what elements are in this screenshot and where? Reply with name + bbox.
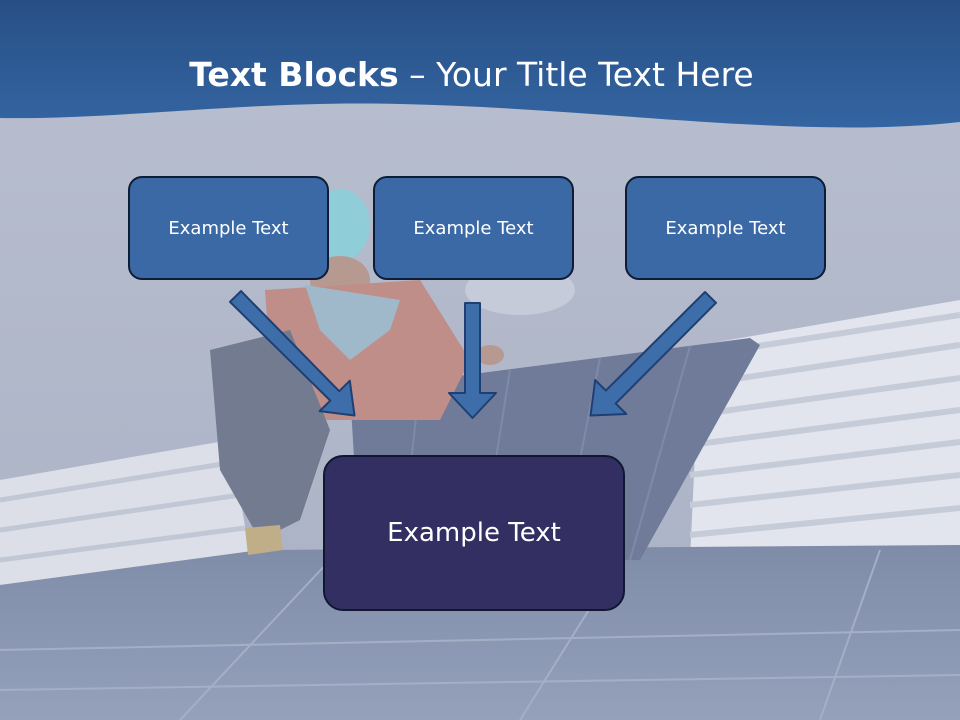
title-bold: Text Blocks <box>189 55 399 94</box>
text-block-center-label: Example Text <box>413 217 534 239</box>
text-block-center: Example Text <box>373 176 574 280</box>
arrow-right-to-result <box>589 291 717 417</box>
title-rest: Your Title Text Here <box>436 55 754 94</box>
result-block-label: Example Text <box>387 518 561 548</box>
title-separator: – <box>398 55 437 94</box>
arrow-left-to-result <box>229 290 356 417</box>
text-block-left: Example Text <box>128 176 329 280</box>
text-block-right-label: Example Text <box>665 217 786 239</box>
arrow-center-to-result <box>448 302 497 419</box>
slide-title: Text Blocks – Your Title Text Here <box>0 55 943 95</box>
text-block-left-label: Example Text <box>168 217 289 239</box>
result-block: Example Text <box>323 455 625 611</box>
text-block-right: Example Text <box>625 176 826 280</box>
